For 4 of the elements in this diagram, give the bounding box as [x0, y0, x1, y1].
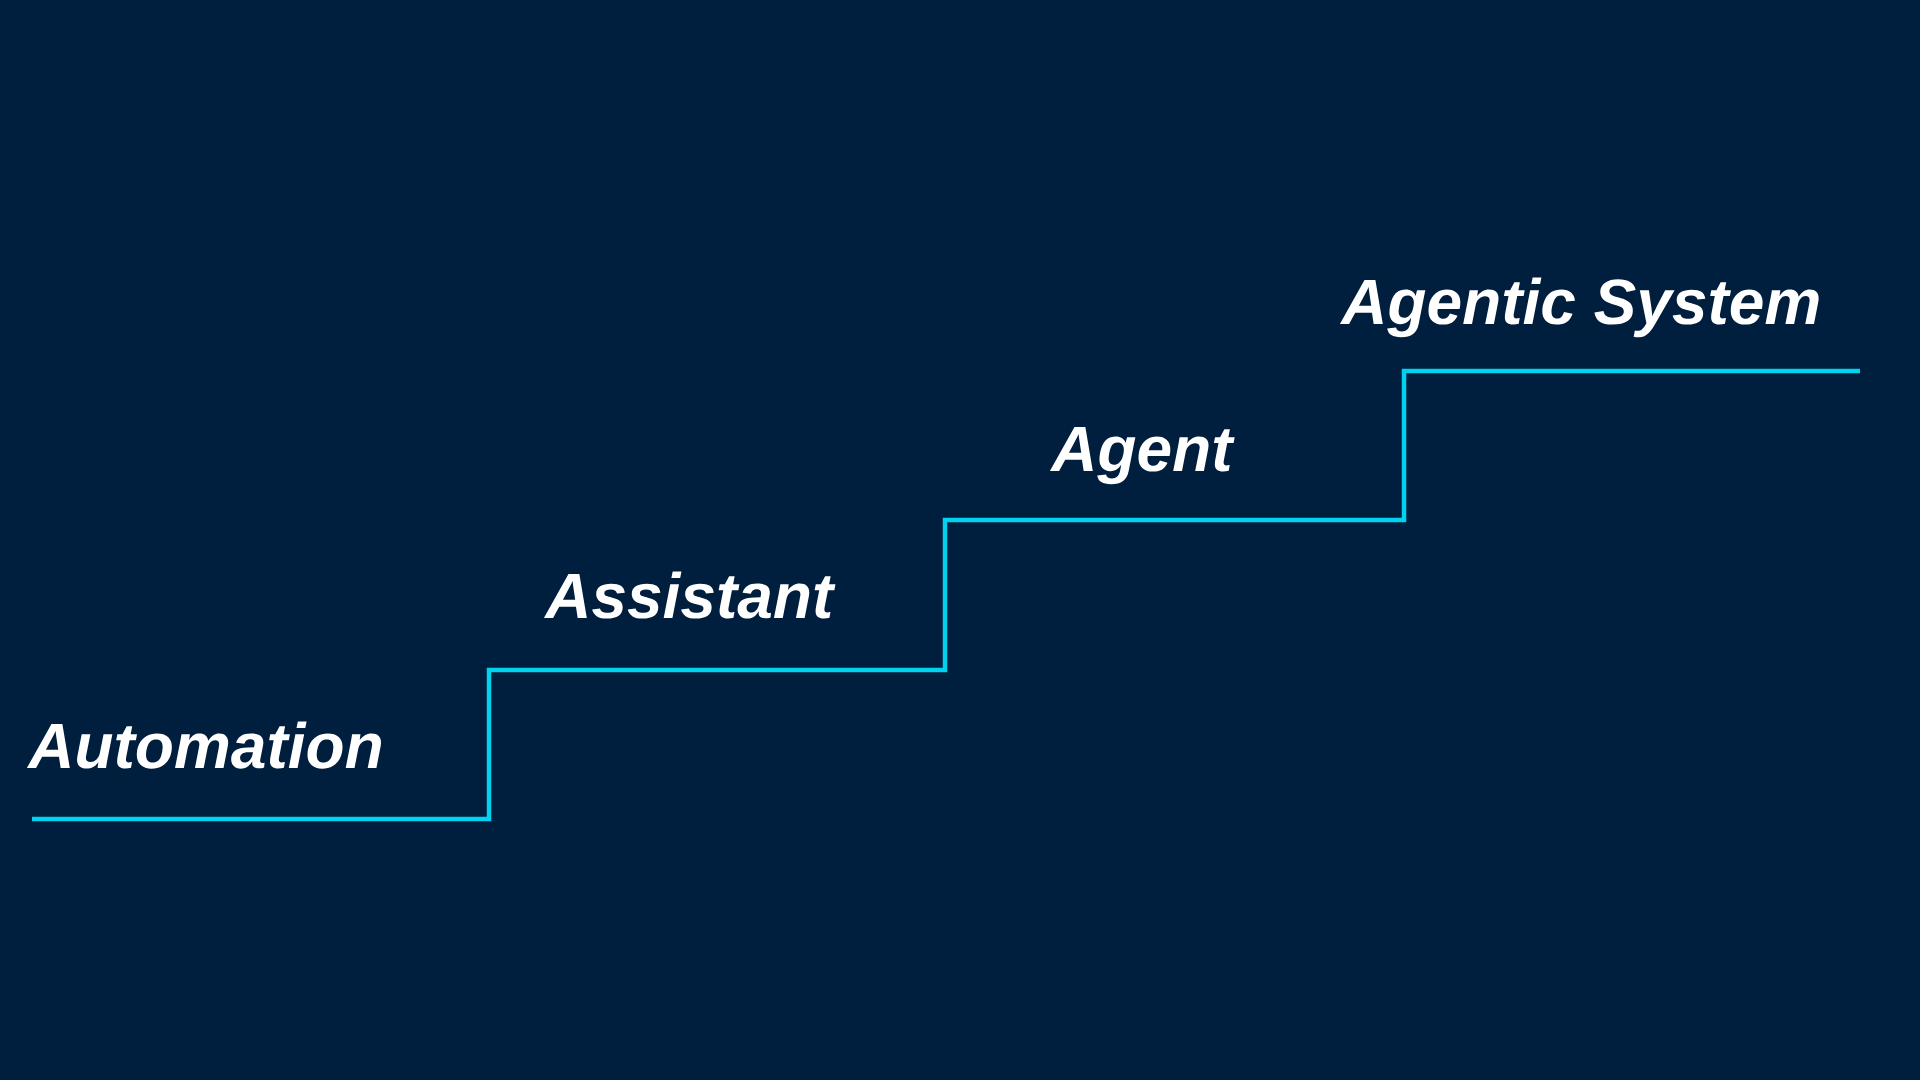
step-label: Agent	[1049, 426, 1235, 485]
step-label: Agentic System	[1339, 277, 1819, 338]
step-label: Assistant	[543, 571, 836, 619]
step-label: Automation	[26, 721, 381, 769]
